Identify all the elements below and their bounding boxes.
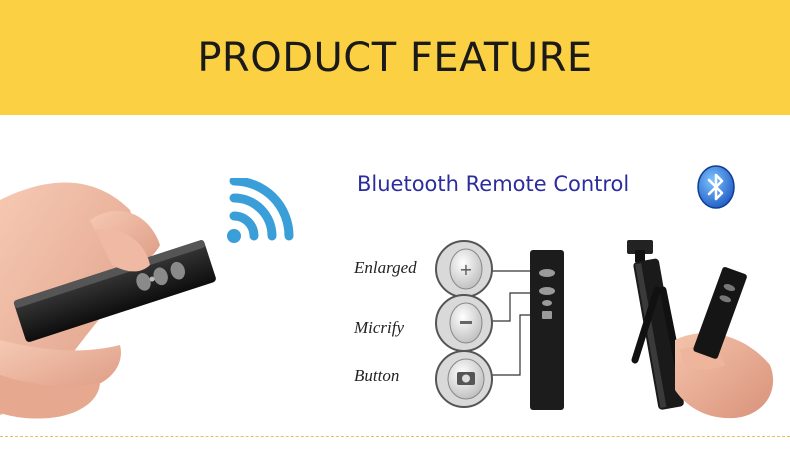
camera-button-zoom	[435, 350, 493, 408]
bluetooth-icon	[697, 165, 735, 209]
remote-button-diagram: +	[435, 240, 564, 410]
enlarged-label: Enlarged	[354, 258, 417, 277]
page-title: PRODUCT FEATURE	[197, 34, 593, 81]
svg-text:+: +	[459, 260, 472, 279]
bottom-divider	[0, 436, 790, 437]
micrify-button-zoom	[435, 294, 493, 352]
button-label: Button	[354, 366, 400, 385]
hand-holding-remote-photo	[0, 182, 216, 419]
section-subtitle: Bluetooth Remote Control	[357, 172, 630, 196]
selfie-stick-tripod-photo	[627, 240, 774, 419]
enlarged-button-zoom: +	[435, 240, 493, 298]
micrify-label: Micrify	[354, 318, 405, 337]
header-banner: PRODUCT FEATURE	[0, 0, 790, 115]
wifi-signal-icon	[227, 178, 294, 243]
